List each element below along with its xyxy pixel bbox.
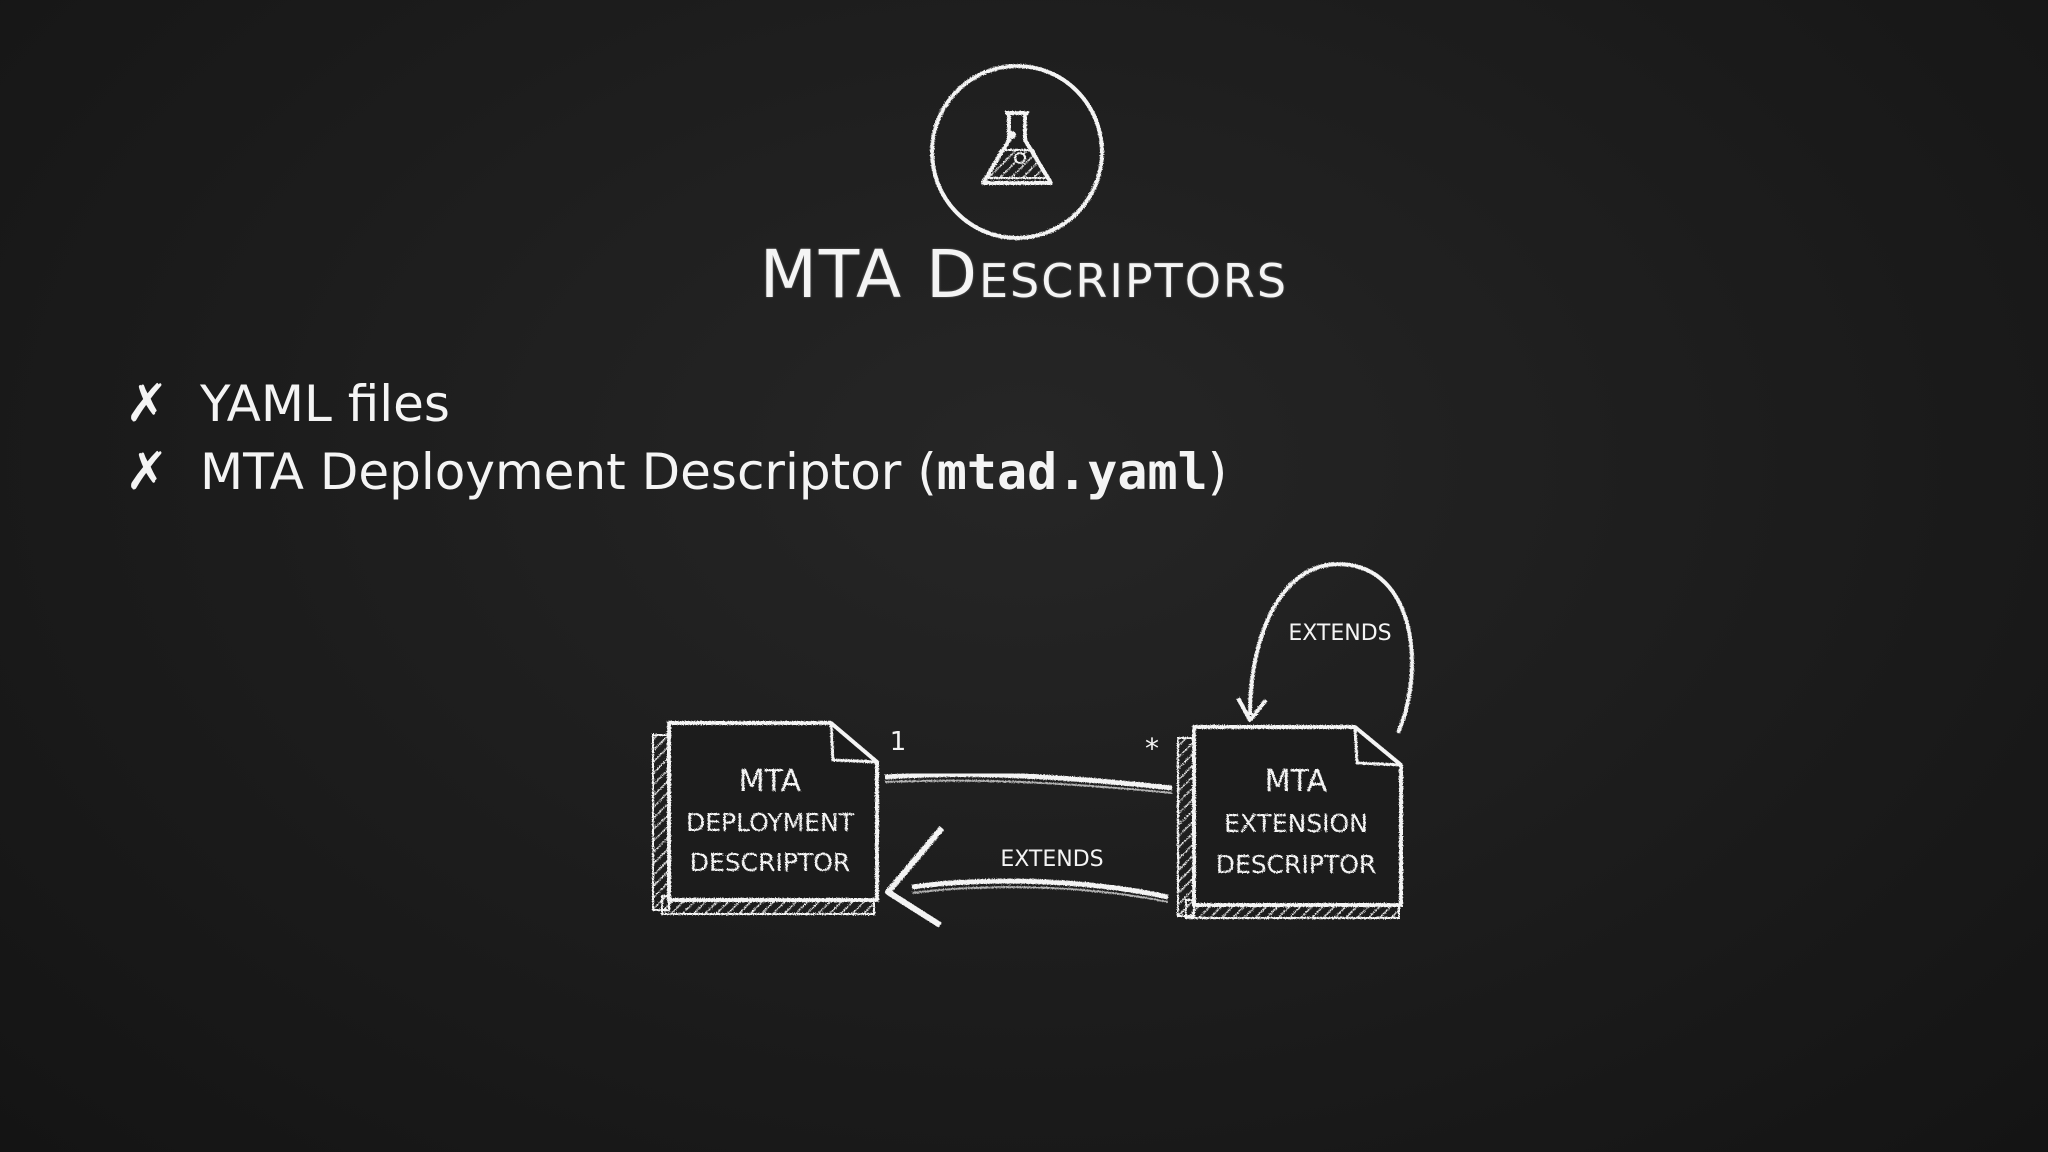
extension-box-line2: EXTENSION [1224, 809, 1368, 838]
deployment-descriptor-box: MTA DEPLOYMENT DESCRIPTOR [652, 721, 879, 915]
page-title-text: MTA Descriptors [759, 236, 1289, 313]
extends-arrow [885, 826, 1169, 928]
bullet-item: ✗ MTA Deployment Descriptor (mtad.yaml) [125, 438, 1227, 506]
deployment-box-line3: DESCRIPTOR [690, 848, 851, 877]
extends-label-bottom: EXTENDS [1000, 847, 1103, 872]
deployment-box-line1: MTA [739, 764, 802, 799]
extension-box-line3: DESCRIPTOR [1216, 850, 1377, 879]
bullet-code: mtad.yaml [936, 443, 1208, 501]
page-title: MTA Descriptors [0, 236, 2048, 313]
bullet-item: ✗ YAML files [125, 370, 1227, 438]
multiplicity-one: 1 [890, 727, 907, 757]
cross-icon: ✗ [125, 374, 169, 434]
extension-box-line1: MTA [1265, 764, 1328, 799]
cross-icon: ✗ [125, 442, 169, 502]
extends-label-loop: EXTENDS [1288, 621, 1391, 646]
bullet-text: YAML files [200, 375, 450, 433]
flask-icon-badge [930, 64, 1104, 240]
association-line [884, 772, 1173, 794]
multiplicity-many: * [1145, 732, 1159, 765]
bullet-suffix: ) [1207, 443, 1228, 501]
bullet-list: ✗ YAML files ✗ MTA Deployment Descriptor… [125, 370, 1227, 506]
extends-loop-arrow [1236, 562, 1414, 734]
extension-descriptor-box: MTA EXTENSION DESCRIPTOR [1177, 725, 1403, 919]
bullet-text: MTA Deployment Descriptor ( [200, 443, 937, 501]
deployment-box-line2: DEPLOYMENT [686, 808, 855, 837]
